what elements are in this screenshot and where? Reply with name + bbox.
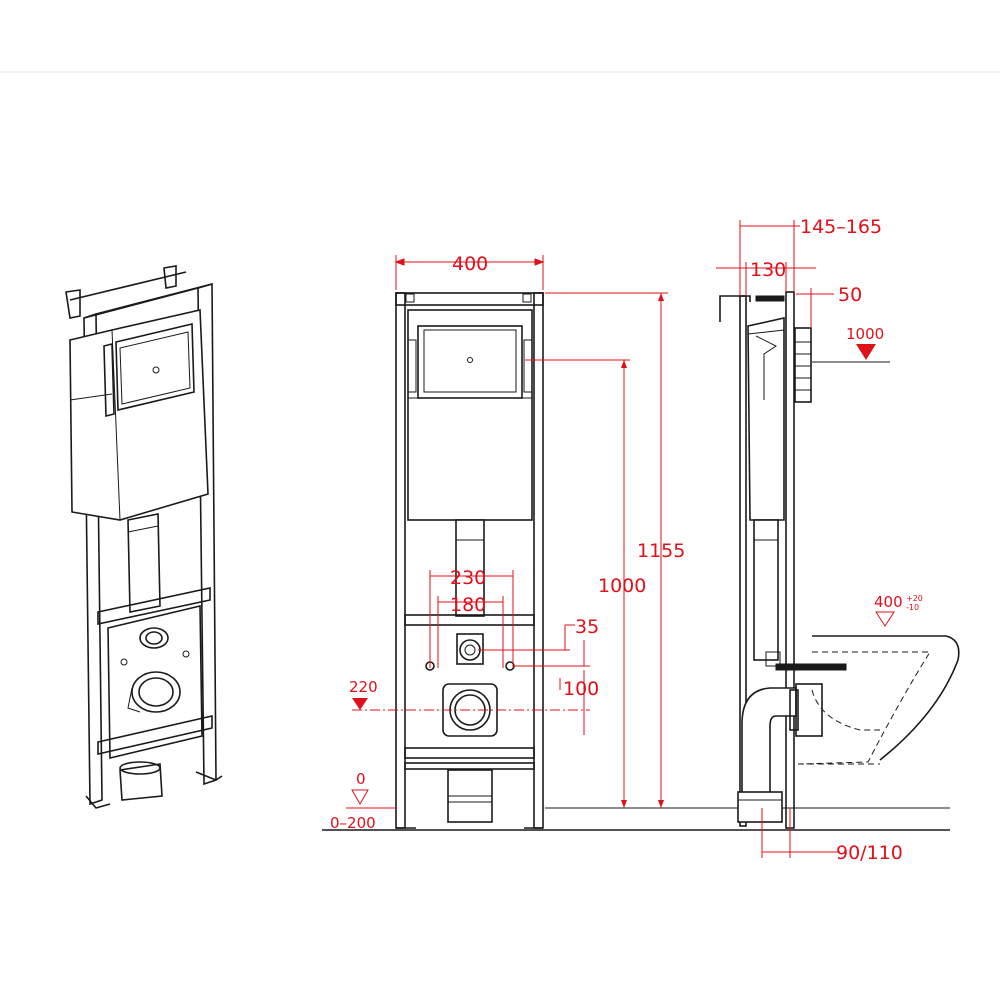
side-view — [719, 291, 960, 829]
dim-bowl-tol-plus: +20 — [906, 594, 923, 603]
dim-drain-height: 220 — [349, 678, 378, 696]
dim-stud-offset: 35 — [575, 616, 599, 638]
dim-stud-vertical: 100 — [563, 678, 599, 700]
dim-depth-frame: 130 — [750, 259, 786, 281]
dim-button-height: 1000 — [846, 325, 884, 343]
dim-floor-zero: 0 — [356, 770, 366, 788]
dim-depth-range: 145–165 — [800, 216, 882, 238]
dim-actuator-height: 1000 — [598, 575, 646, 597]
isometric-view — [65, 265, 223, 809]
side-dimensions: 145–165 130 50 1000 400 +20 -10 90/110 — [716, 216, 923, 864]
dim-studs-inner: 180 — [450, 594, 486, 616]
front-dimensions: 400 1155 1000 230 180 35 100 — [330, 253, 685, 832]
dim-width: 400 — [452, 253, 488, 275]
dim-bowl-tol-minus: -10 — [906, 603, 919, 612]
dim-studs-outer: 230 — [450, 567, 486, 589]
front-view — [395, 292, 544, 829]
dim-outlet-diameter: 90/110 — [836, 842, 903, 864]
dim-bowl-height: 400 — [874, 593, 903, 611]
dim-floor-adjust: 0–200 — [330, 814, 376, 832]
dim-button-depth: 50 — [838, 284, 862, 306]
dim-total-height: 1155 — [637, 540, 685, 562]
